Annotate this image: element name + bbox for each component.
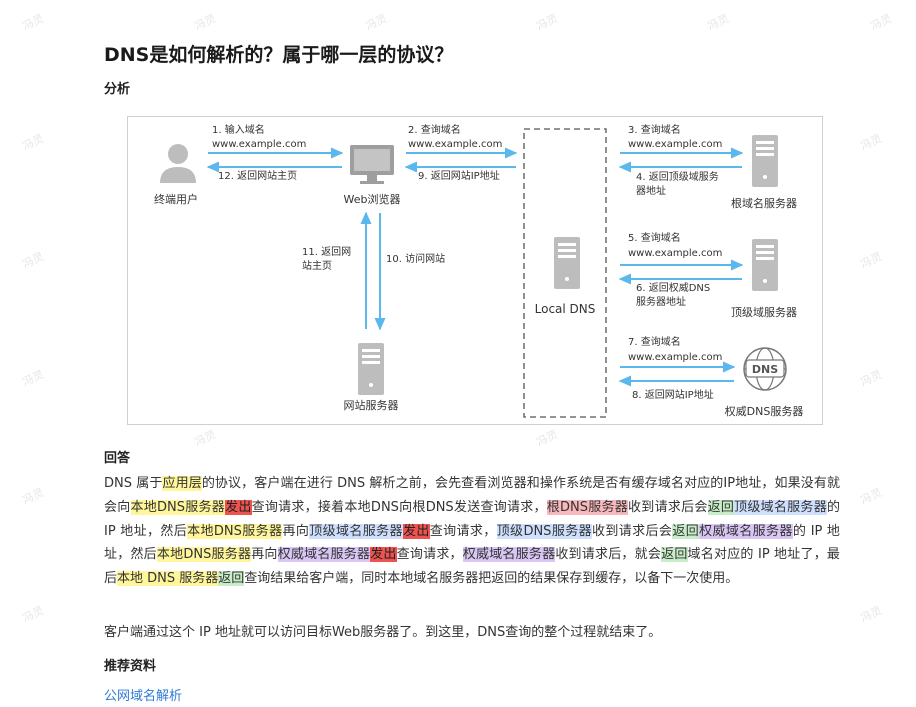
watermark: 冯灵 xyxy=(20,11,46,33)
local-dns-server-icon xyxy=(554,237,580,289)
watermark: 冯灵 xyxy=(858,603,884,625)
watermark: 冯灵 xyxy=(868,11,894,33)
text-run: 收到请求后，就会 xyxy=(555,547,662,563)
node-label-auth: 权威DNS服务器 xyxy=(725,405,804,418)
section-heading-answer: 回答 xyxy=(104,451,131,466)
highlight-local-dns: 本地DNS服务器 xyxy=(156,547,252,563)
text-run: 收到请求后会 xyxy=(591,523,673,539)
highlight-return: 返回 xyxy=(672,523,700,539)
text-run: 的协议，客户端在进行 DNS 解析之前，会先查看浏览器和操作系统是否有缓存域名对… xyxy=(104,476,840,515)
highlight-tld-server: 顶级域名服务器 xyxy=(309,523,403,539)
watermark: 冯灵 xyxy=(534,427,560,449)
highlight-application-layer: 应用层 xyxy=(162,476,202,491)
text-run: 的 IP 地址，然后 xyxy=(104,499,840,539)
watermark: 冯灵 xyxy=(858,485,884,507)
step-label-3: 3. 查询域名 xyxy=(628,123,681,136)
highlight-root-dns: 根DNS服务器 xyxy=(546,499,629,515)
recommend-link-public-dns[interactable]: 公网域名解析 xyxy=(104,689,183,704)
watermark: 冯灵 xyxy=(20,131,46,153)
step-label-11: 11. 返回网 xyxy=(302,246,351,258)
page-title: DNS是如何解析的？属于哪一层的协议？ xyxy=(104,44,454,66)
highlight-tld-dns: 顶级DNS服务器 xyxy=(496,523,592,539)
watermark: 冯灵 xyxy=(705,11,731,33)
highlight-return: 返回 xyxy=(661,547,688,563)
text-run: 的 IP 地址，然后 xyxy=(104,523,840,563)
watermark: 冯灵 xyxy=(534,11,560,33)
conclusion-paragraph: 客户端通过这个 IP 地址就可以访问目标Web服务器了。到这里，DNS查询的整个… xyxy=(104,625,662,640)
text-run: 收到请求后会 xyxy=(628,499,708,515)
node-label-root: 根域名服务器 xyxy=(731,196,797,210)
highlight-send: 发出 xyxy=(225,499,252,515)
step-url-1: www.example.com xyxy=(212,139,306,150)
highlight-auth-server: 权威域名服务器 xyxy=(277,547,371,563)
text-run: 再向 xyxy=(251,547,278,563)
highlight-auth-server: 权威域名服务器 xyxy=(462,547,556,563)
step-label-12: 12. 返回网站主页 xyxy=(218,169,297,182)
step-url-2: www.example.com xyxy=(408,139,502,150)
watermark: 冯灵 xyxy=(20,249,46,271)
step-label-7: 7. 查询域名 xyxy=(628,335,681,348)
step-label-11-cont: 站主页 xyxy=(302,259,332,272)
node-label-tld: 顶级域服务器 xyxy=(731,306,797,319)
watermark: 冯灵 xyxy=(20,485,46,507)
step-label-4-cont: 器地址 xyxy=(636,184,666,197)
step-label-2: 2. 查询域名 xyxy=(408,123,461,136)
text-run: 查询结果给客户端，同时本地域名服务器把返回的结果保存到缓存，以备下一次使用。 xyxy=(244,571,739,587)
watermark: 冯灵 xyxy=(363,11,389,33)
step-label-6-cont: 服务器地址 xyxy=(636,295,686,308)
watermark: 冯灵 xyxy=(20,603,46,625)
watermark: 冯灵 xyxy=(858,249,884,271)
step-label-8: 8. 返回网站IP地址 xyxy=(632,388,714,401)
watermark: 冯灵 xyxy=(858,131,884,153)
watermark: 冯灵 xyxy=(192,427,218,449)
local-dns-box xyxy=(523,128,607,418)
user-icon xyxy=(160,144,196,183)
text-run: 再向 xyxy=(282,523,310,539)
highlight-local-dns: 本地DNS服务器 xyxy=(187,523,283,539)
tld-server-icon xyxy=(752,239,778,291)
step-label-10: 10. 访问网站 xyxy=(386,252,445,265)
text-run: DNS 属于 xyxy=(104,476,163,491)
highlight-send: 发出 xyxy=(370,547,397,563)
globe-dns-icon: DNS xyxy=(743,347,787,391)
highlight-return: 返回 xyxy=(707,499,735,515)
watermark: 冯灵 xyxy=(192,11,218,33)
highlight-local-dns: 本地 DNS 服务器 xyxy=(117,571,219,587)
root-server-icon xyxy=(752,135,778,187)
step-url-3: www.example.com xyxy=(628,139,722,150)
highlight-return: 返回 xyxy=(218,571,245,587)
text-run: 域名对应的 IP 地址了，最后 xyxy=(104,547,840,587)
highlight-local-dns: 本地DNS服务器 xyxy=(130,499,226,515)
watermark: 冯灵 xyxy=(858,367,884,389)
step-label-4: 4. 返回顶级域服务 xyxy=(636,170,719,183)
node-label-web-server: 网站服务器 xyxy=(344,398,399,412)
answer-paragraph: DNS 属于应用层的协议，客户端在进行 DNS 解析之前，会先查看浏览器和操作系… xyxy=(104,472,840,591)
monitor-icon xyxy=(350,145,394,184)
step-label-6: 6. 返回权威DNS xyxy=(636,281,710,294)
web-server-icon xyxy=(358,343,384,395)
watermark: 冯灵 xyxy=(20,367,46,389)
step-label-1: 1. 输入域名 xyxy=(212,123,265,136)
text-run: 查询请求， xyxy=(396,547,463,563)
text-run: 查询请求，接着本地DNS向根DNS发送查询请求， xyxy=(251,499,547,515)
step-label-5: 5. 查询域名 xyxy=(628,231,681,244)
step-url-7: www.example.com xyxy=(628,352,722,363)
section-heading-recommend: 推荐资料 xyxy=(104,659,157,674)
step-label-9: 9. 返回网站IP地址 xyxy=(418,169,500,182)
dns-resolution-diagram: 终端用户 Web浏览器 1. 输入域名 www.example.com 12. … xyxy=(127,116,823,425)
step-url-5: www.example.com xyxy=(628,248,722,259)
node-label-browser: Web浏览器 xyxy=(344,192,401,206)
node-label-local-dns: Local DNS xyxy=(535,302,596,316)
section-heading-analysis: 分析 xyxy=(104,82,131,97)
dns-badge-text: DNS xyxy=(752,363,778,376)
highlight-send: 发出 xyxy=(402,523,430,539)
highlight-auth-server: 权威域名服务器 xyxy=(699,523,793,539)
text-run: 查询请求， xyxy=(429,523,497,539)
highlight-tld-server: 顶级域名服务器 xyxy=(734,499,827,515)
node-label-user: 终端用户 xyxy=(154,192,198,206)
